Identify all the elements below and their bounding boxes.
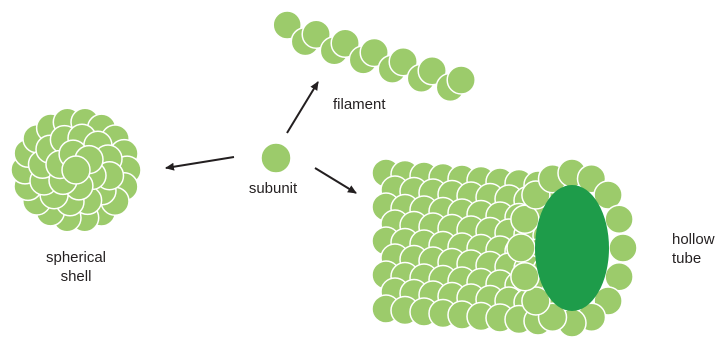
hollow-tube-structure: [371, 158, 638, 338]
filament-label: filament: [333, 96, 386, 113]
tube-rim-subunit: [510, 261, 540, 292]
tube-rim-subunit: [521, 286, 551, 316]
subunit-circle: [260, 142, 292, 174]
spherical-shell-label-line1: spherical: [45, 249, 107, 266]
spherical-shell-label-line2: shell: [60, 268, 92, 285]
shell-subunit: [61, 155, 91, 185]
arrow-to-spherical-shell: [165, 156, 235, 171]
tube-lumen: [535, 185, 609, 311]
subunit-label: subunit: [248, 180, 298, 197]
hollow-tube-label-line1: hollow: [672, 231, 715, 248]
tube-rim-subunit: [604, 204, 634, 235]
tube-rim-subunit: [608, 233, 638, 263]
arrow-to-hollow-tube: [314, 167, 357, 194]
hollow-tube-label-line2: tube: [672, 250, 702, 267]
arrow-to-filament: [286, 81, 319, 134]
tube-rim-subunit: [506, 233, 536, 263]
tube-rim-subunit: [510, 204, 540, 235]
tube-rim-subunit: [604, 261, 634, 292]
spherical-shell-structure: [10, 107, 142, 233]
filament-subunit: [446, 65, 476, 95]
filament-structure: [272, 10, 476, 103]
tube-rim-subunit: [593, 180, 623, 210]
